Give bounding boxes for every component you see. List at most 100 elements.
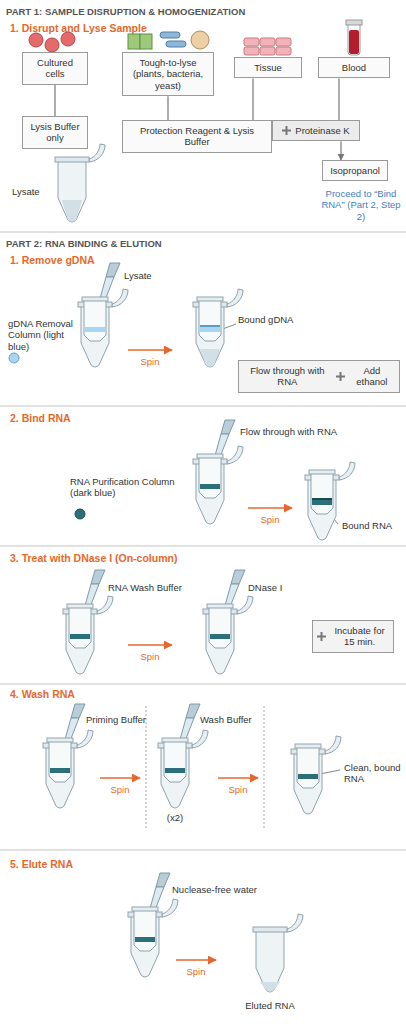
tube-lid [77, 730, 93, 748]
connector [338, 78, 339, 120]
bound-band [200, 325, 220, 327]
box-text: Protection Reagent & Lysis Buffer [127, 125, 267, 148]
pipette [106, 263, 120, 277]
process-box: Blood [318, 57, 390, 78]
box-text: Incubate for 15 min. [330, 625, 389, 648]
tissue-icon [244, 38, 291, 55]
spin-arrow [176, 959, 216, 961]
step-heading: 1. Remove gDNA [10, 254, 130, 267]
spin-column [134, 910, 156, 951]
tube-lid [325, 736, 341, 754]
color-dot [9, 353, 19, 363]
membrane [70, 634, 90, 639]
step-heading: 2. Bind RNA [10, 412, 130, 425]
tube-lid [112, 289, 128, 307]
callout-label: Bound RNA [342, 520, 402, 531]
spin-label: Spin [95, 784, 145, 795]
column-rim [207, 604, 233, 608]
column-rim [309, 470, 335, 474]
callout-label: Flow through with RNA [240, 426, 370, 437]
pipette [91, 570, 105, 584]
spin-column [199, 457, 221, 498]
tube [253, 914, 303, 992]
callout-label: Lysate [12, 186, 54, 197]
tube-lid [227, 289, 243, 307]
box-text: Proteinase K [295, 125, 349, 136]
pipette [186, 704, 200, 718]
membrane [298, 774, 318, 779]
plus-stroke [317, 632, 326, 641]
pipette [231, 570, 245, 584]
process-box: Isopropanol [322, 160, 388, 181]
process-box: Protection Reagent & Lysis Buffer [122, 120, 272, 153]
column-rim [295, 744, 321, 748]
column-rim [67, 604, 93, 608]
part-heading: PART 1: SAMPLE DISRUPTION & HOMOGENIZATI… [6, 6, 402, 17]
tube-lid [192, 730, 208, 748]
callout-label: Eluted RNA [230, 1000, 310, 1011]
process-box: Incubate for 15 min. [312, 620, 394, 653]
connector [340, 141, 341, 160]
pipette [71, 704, 85, 718]
blood-tube-icon [346, 20, 362, 55]
tube-lid [339, 462, 355, 480]
separator [0, 850, 406, 851]
box-text: Tough-to-lyse (plants, bacteria, yeast) [127, 57, 209, 91]
column-rim [197, 297, 223, 301]
spin-column [311, 473, 333, 514]
tube-body [256, 930, 284, 992]
column-rim [197, 454, 223, 458]
membrane [135, 937, 155, 942]
spin-label: Spin [245, 514, 295, 525]
tube [63, 570, 113, 674]
pipette [156, 873, 170, 887]
connector [252, 78, 253, 120]
membrane [165, 768, 185, 773]
tube-lid [287, 914, 303, 932]
plus-stroke [282, 126, 291, 135]
tube [128, 873, 178, 977]
callout-label: Nuclease-free water [172, 884, 292, 895]
spin-arrow [128, 644, 172, 646]
separator [0, 406, 406, 407]
spin-arrow [100, 777, 140, 779]
tube [78, 263, 128, 367]
tube [203, 570, 253, 674]
spin-label: Spin [125, 651, 175, 662]
spin-column [84, 300, 106, 341]
plus-sign [317, 632, 326, 641]
liquid [200, 349, 220, 367]
callout-label: Proceed to “Bind RNA” (Part 2, Step 2) [318, 188, 404, 222]
divider [264, 706, 265, 828]
spin-label: Spin [125, 356, 175, 367]
column-rim [47, 738, 73, 742]
connector [167, 96, 168, 120]
callout-label: Priming Buffer [86, 714, 148, 725]
callout-label: gDNA Removal Column (light blue) [8, 318, 74, 352]
box-text: Lysis Buffer only [27, 121, 83, 144]
plus-sign [336, 372, 345, 381]
membrane [200, 327, 220, 332]
tube-body [58, 160, 86, 222]
spin-column [69, 607, 91, 648]
separator [0, 684, 406, 685]
callout-label: Lysate [124, 270, 184, 281]
membrane [210, 634, 230, 639]
box-text: Cultured cells [27, 57, 83, 80]
separator [0, 546, 406, 547]
pipette [221, 420, 235, 434]
callout-label: Clean, bound RNA [344, 762, 404, 785]
plus-stroke [336, 372, 345, 381]
callout-label: (x2) [155, 812, 195, 823]
spin-arrow [218, 777, 258, 779]
process-box: Tough-to-lyse (plants, bacteria, yeast) [122, 52, 214, 96]
process-box: Flow through with RNAAdd ethanol [238, 360, 400, 393]
color-dot [75, 509, 85, 519]
process-box: Lysis Buffer only [22, 116, 88, 149]
membrane [312, 500, 332, 505]
spin-column [209, 607, 231, 648]
process-box: Cultured cells [22, 52, 88, 85]
callout-label: Bound gDNA [238, 314, 294, 325]
spin-column [164, 741, 186, 782]
box-text: Flow through with RNA [243, 365, 332, 388]
